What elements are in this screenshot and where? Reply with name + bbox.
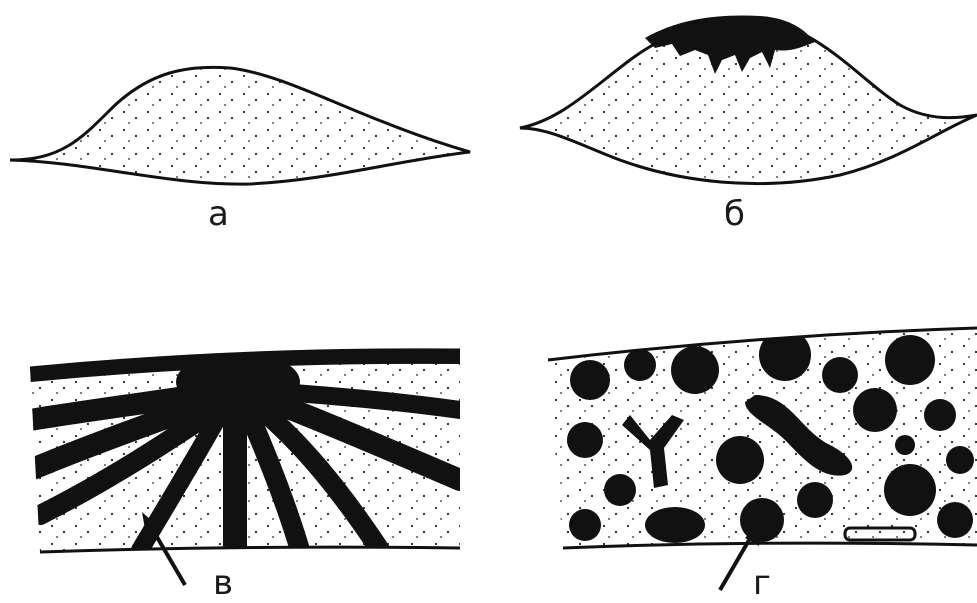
panel-label-a: а: [208, 197, 229, 231]
panel-v-radiating-bands: [30, 350, 460, 552]
panel-a-lens: [10, 67, 470, 184]
panel-label-b: б: [724, 197, 745, 231]
panel-b-lens: [520, 16, 977, 184]
panel-label-v: в: [213, 566, 233, 600]
panel-label-g: г: [753, 566, 771, 600]
panel-g-blobs: [548, 328, 977, 548]
